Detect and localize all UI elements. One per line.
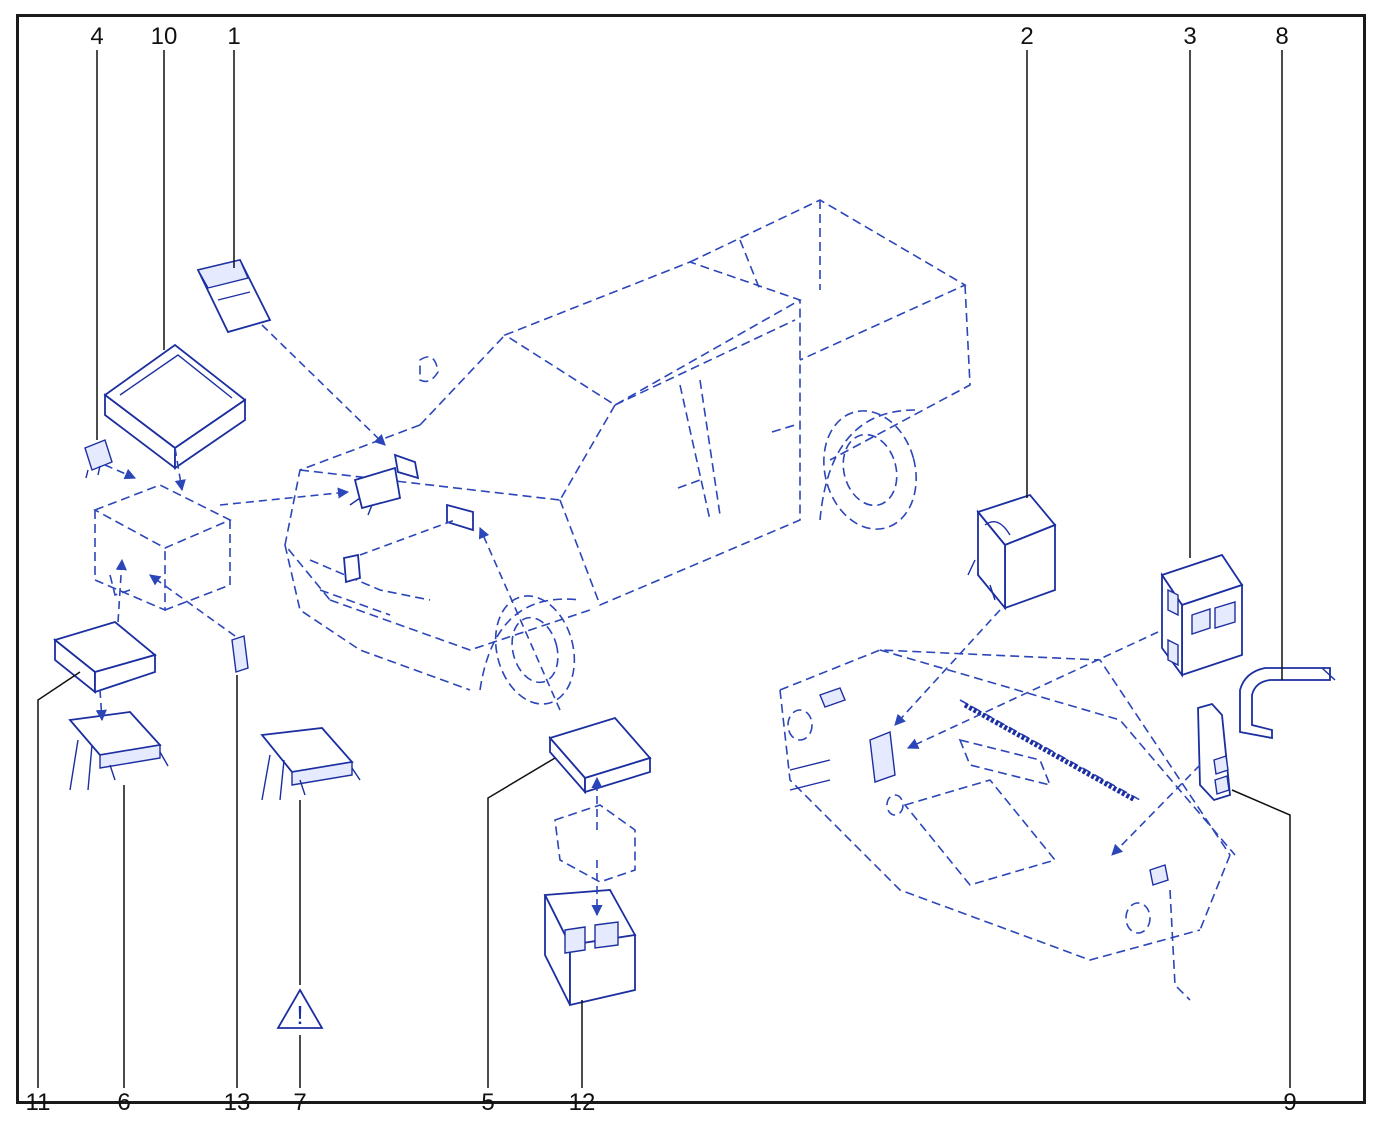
part-8-bracket	[1239, 667, 1336, 740]
callout-9: 9	[1283, 1089, 1296, 1116]
callout-7: 7	[293, 1089, 306, 1116]
callout-labels: 4 10 1 2 3 8 11 6 13 7 5 12 9	[26, 23, 1297, 1116]
callout-4: 4	[90, 23, 103, 50]
warning-triangle-icon: !	[276, 988, 324, 1030]
callout-10: 10	[151, 23, 178, 50]
part-5-lid	[548, 716, 652, 795]
part-13-fuse	[231, 635, 249, 673]
callout-2: 2	[1020, 23, 1033, 50]
leader-lines	[37, 50, 1291, 1088]
callout-6: 6	[117, 1089, 130, 1116]
vehicle-module-hood	[393, 453, 420, 480]
part-9-bracket	[1197, 702, 1231, 802]
part-6-bracket	[68, 711, 169, 791]
diagram-frame	[16, 14, 1366, 1104]
warning-symbol: !	[296, 1000, 303, 1030]
fuse-box-base-left	[93, 484, 232, 612]
vehicle-outline	[284, 199, 971, 705]
callout-8: 8	[1275, 23, 1288, 50]
ghost-connector-mid	[554, 804, 636, 883]
callout-13: 13	[224, 1089, 251, 1116]
vehicle-module-grille	[343, 553, 361, 584]
callout-12: 12	[569, 1089, 596, 1116]
part-4-relay	[84, 439, 113, 479]
vehicle-module-center	[446, 503, 474, 532]
part-11-lid	[53, 620, 157, 694]
dashboard-outline	[779, 649, 1236, 1001]
part-2-module	[967, 493, 1057, 611]
callout-5: 5	[481, 1089, 494, 1116]
part-3-bcm	[1160, 553, 1244, 678]
part-1-module	[196, 258, 272, 334]
assembly-arrows	[95, 324, 1201, 917]
callout-3: 3	[1183, 23, 1196, 50]
part-10-cover	[103, 343, 247, 470]
vehicle-module-front	[349, 466, 402, 516]
part-7-bracket	[260, 727, 361, 801]
callout-1: 1	[227, 23, 240, 50]
callout-11: 11	[26, 1089, 51, 1116]
part-12-fuse-block	[543, 889, 637, 1007]
